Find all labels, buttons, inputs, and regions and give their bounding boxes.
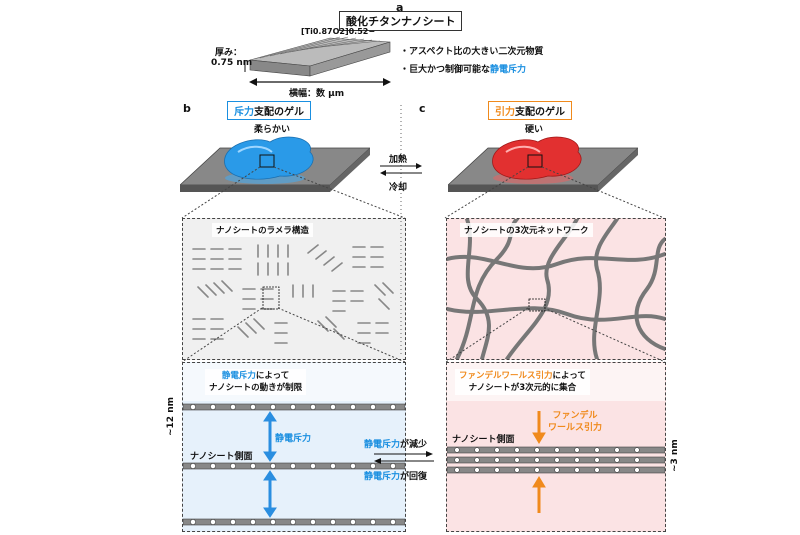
network-label: ナノシートの3次元ネットワーク	[460, 223, 593, 237]
bullet-repulsion: ・巨大かつ制御可能な静電斥力	[400, 65, 527, 75]
zoom-box	[527, 154, 543, 168]
stacked-sheets	[446, 446, 666, 474]
spacing-3nm: ~3 nm	[670, 439, 680, 472]
cool-label: 冷却	[389, 183, 408, 193]
sheet-side-label-c: ナノシート側面	[452, 435, 515, 445]
sheet-side-label-b: ナノシート側面	[190, 452, 253, 462]
titania-sheet-shape	[249, 36, 391, 77]
panel-b-title: 斥力支配のゲル	[227, 101, 311, 120]
repulsion-arrow-bottom	[263, 470, 277, 518]
bullet-aspect-ratio: ・アスペクト比の大きい二次元物質	[400, 47, 544, 57]
lamellar-label: ナノシートのラメラ構造	[212, 223, 313, 237]
panel-c-title: 引力支配のゲル	[488, 101, 572, 120]
attraction-explanation: ファンデルワールス引力によって ナノシートが3次元的に集合	[455, 369, 590, 395]
repulsion-recover-label: 静電斥力が回復	[364, 472, 428, 482]
repulsion-arrow-top	[263, 411, 277, 462]
lamellar-panel	[182, 218, 406, 360]
panel-a-title: 酸化チタンナノシート	[339, 11, 463, 31]
sheet-top	[182, 403, 406, 411]
panel-b-label: b	[183, 102, 191, 115]
attraction-arrow-bottom	[532, 476, 546, 513]
panel-a-label: a	[396, 1, 404, 14]
soft-label: 柔らかい	[254, 125, 291, 135]
sheet-bottom	[182, 518, 406, 526]
repulsion-decrease-label: 静電斥力が減少	[364, 440, 428, 450]
red-gel-illustration	[448, 136, 638, 192]
heat-label: 加熱	[389, 155, 408, 165]
spacing-12nm: ~12 nm	[166, 397, 176, 436]
nanosheet-illustration	[244, 36, 391, 86]
zoom-box	[259, 154, 275, 168]
repulsion-explanation: 静電斥力によって ナノシートの動きが制限	[205, 369, 307, 395]
center-divider	[400, 105, 402, 355]
repulsion-force-label: 静電斥力	[275, 434, 312, 444]
blue-gel-illustration	[180, 136, 370, 192]
network-structure	[445, 217, 667, 361]
thickness-value: 0.75 nm	[211, 58, 253, 68]
attraction-arrow-top	[532, 411, 546, 444]
vdw-force-label: ファンデルワールス引力	[548, 411, 603, 433]
transition-arrows	[374, 451, 434, 464]
formula: [Ti0.87O2]0.52−	[301, 27, 376, 36]
network-panel	[445, 217, 667, 361]
panel-c-label: c	[419, 102, 426, 115]
hard-label: 硬い	[525, 125, 544, 135]
thickness-label: 厚み：	[215, 48, 243, 58]
heat-cool-arrows	[380, 163, 422, 176]
sheet-middle	[182, 462, 406, 470]
lamellar-structure	[192, 244, 394, 344]
width-label: 横幅：数 μm	[289, 89, 345, 99]
